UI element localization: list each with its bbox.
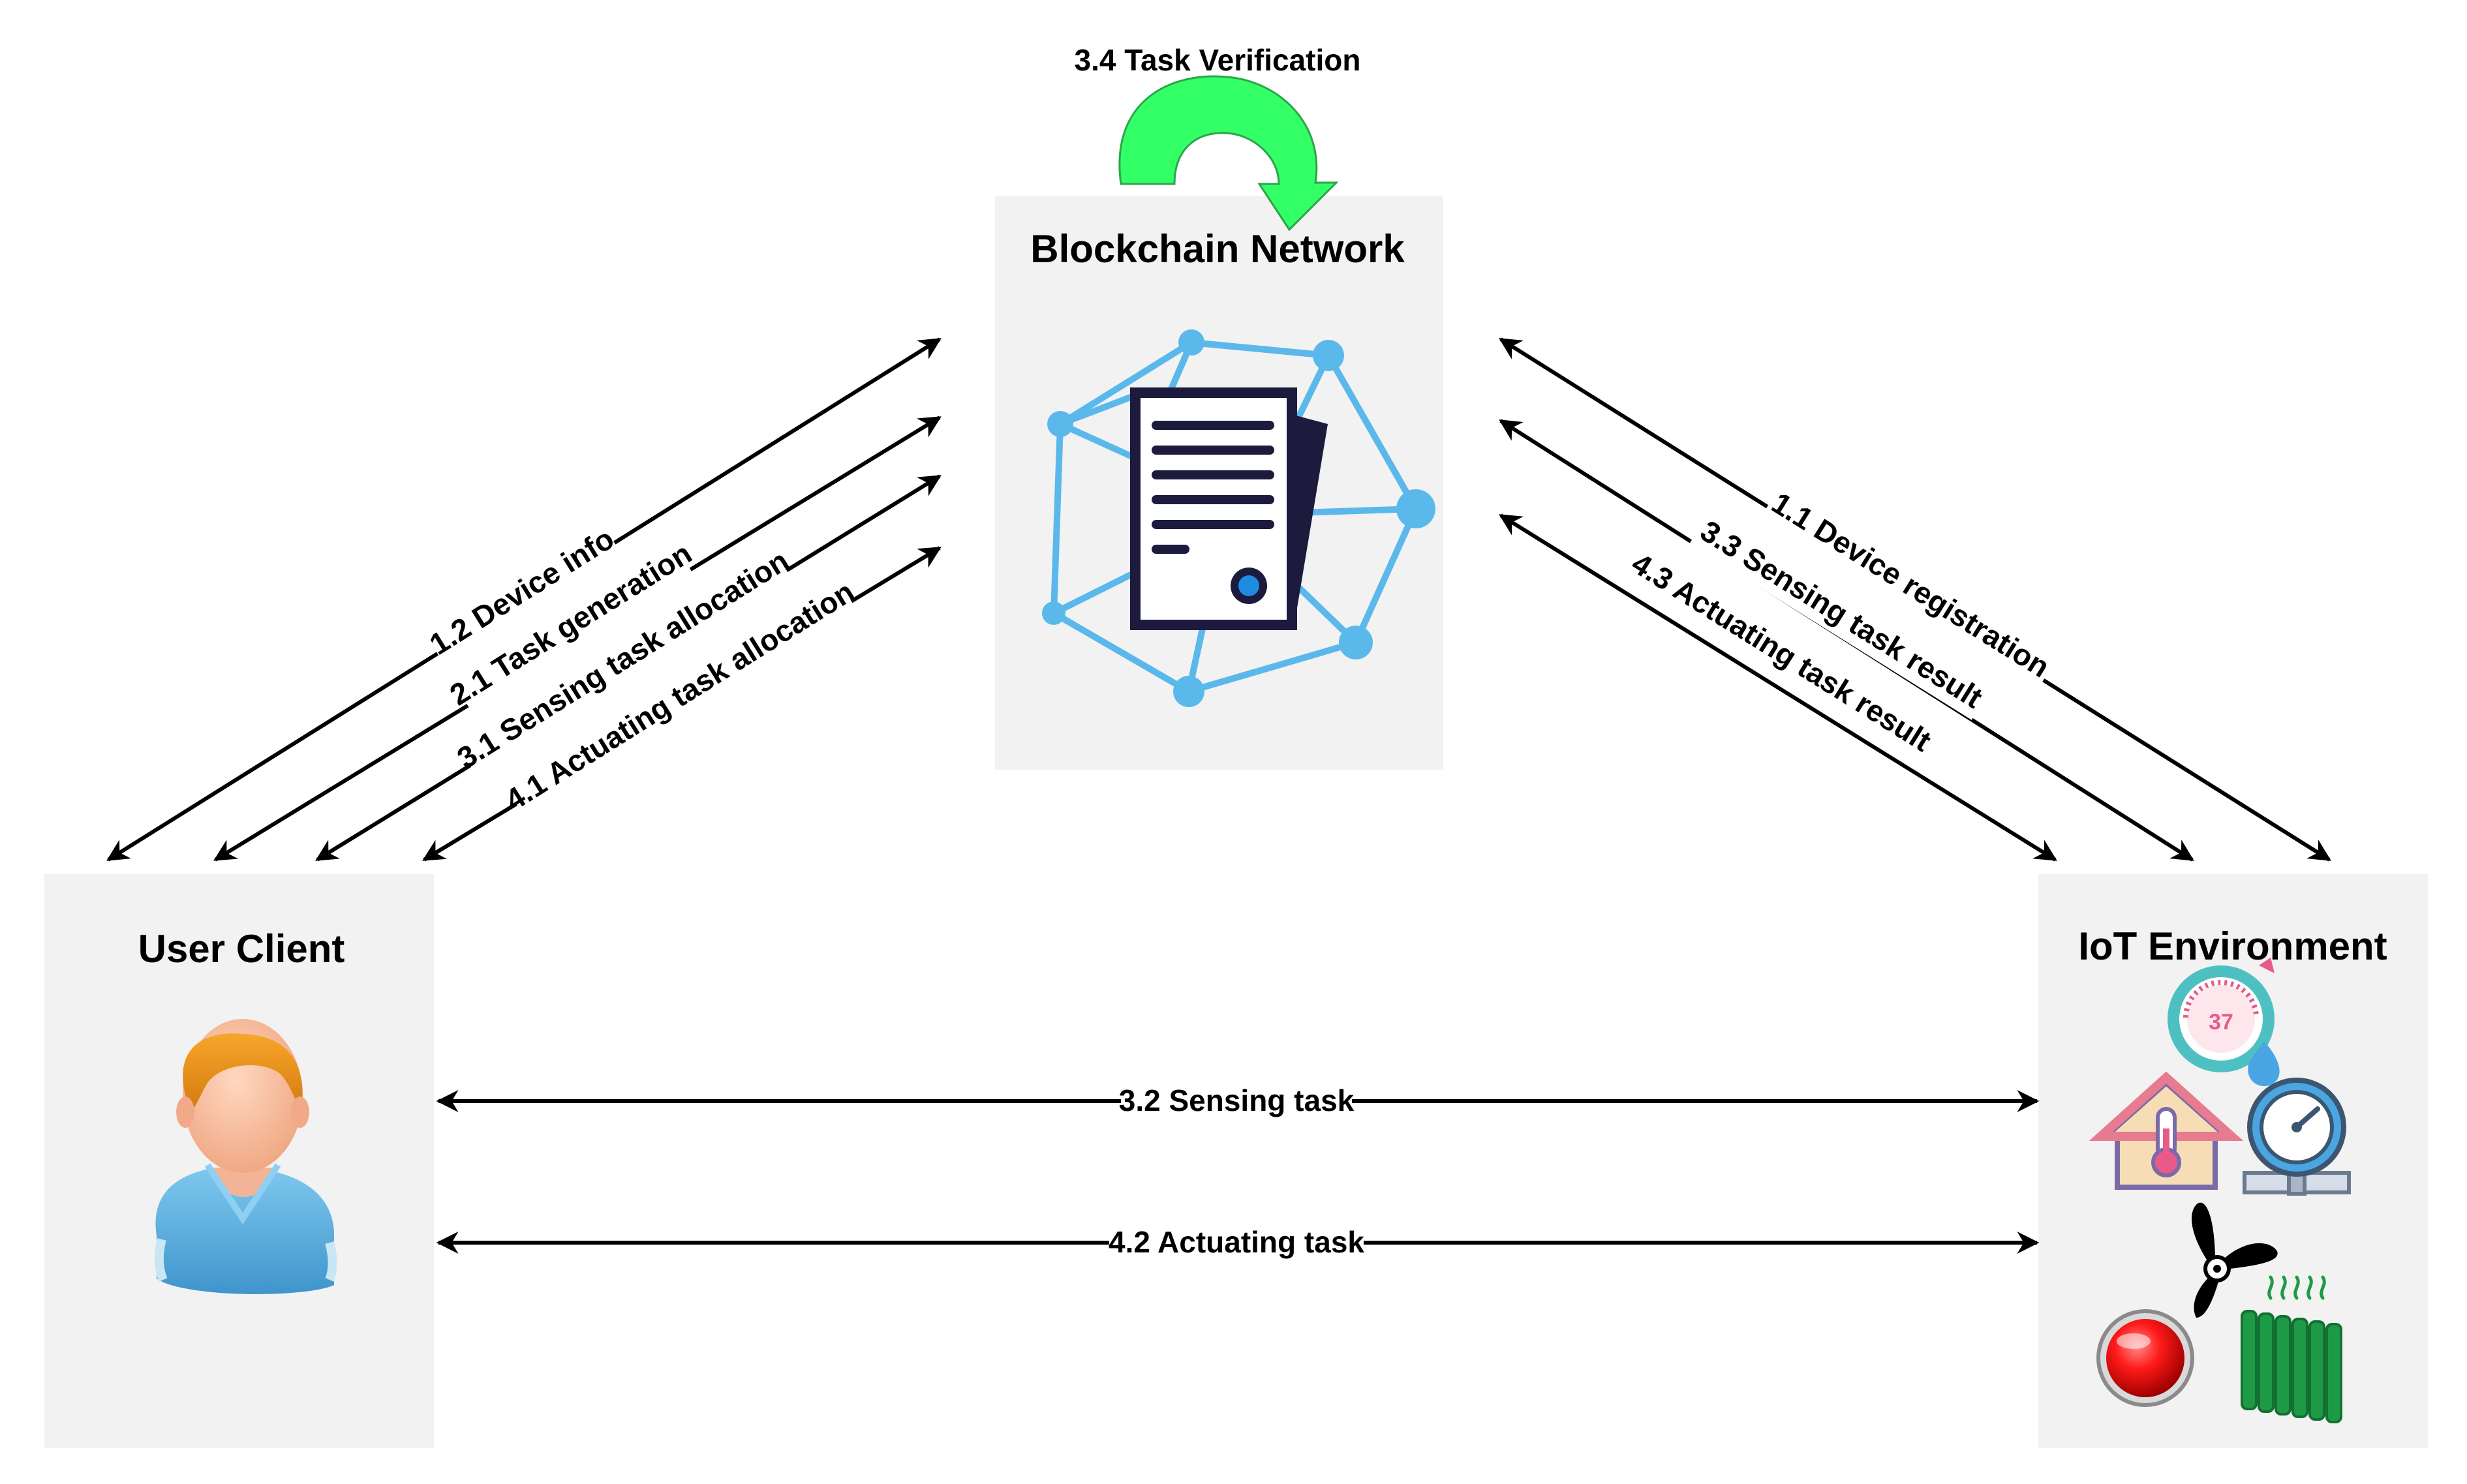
label-sensing-task: 3.2 Sensing task bbox=[1119, 1083, 1355, 1117]
task-verification-loop-icon bbox=[1118, 75, 1339, 232]
blockchain-title: Blockchain Network bbox=[1030, 227, 1405, 271]
fan-icon bbox=[2191, 1202, 2278, 1318]
house-temperature-icon bbox=[2089, 1071, 2244, 1190]
user-avatar-icon bbox=[154, 1019, 337, 1294]
user-client-title: User Client bbox=[138, 927, 345, 971]
iot-blockchain-labels: 1.1 Device registration 3.3 Sensing task… bbox=[1616, 485, 2058, 766]
iot-environment-title: IoT Environment bbox=[2078, 924, 2387, 968]
red-button-icon bbox=[2096, 1309, 2194, 1407]
pressure-gauge-icon bbox=[2243, 1078, 2351, 1196]
arrow-actuating-task-result bbox=[1499, 513, 2057, 862]
svg-text:37: 37 bbox=[2209, 1010, 2233, 1035]
task-verification-label: 3.4 Task Verification bbox=[1075, 43, 1361, 77]
user-blockchain-labels: 1.2 Device info 2.1 Task generation 3.1 … bbox=[423, 521, 860, 817]
smart-thermometer-icon: 37 bbox=[2168, 958, 2280, 1087]
radiator-heater-icon bbox=[2241, 1275, 2342, 1423]
blockchain-network-icon bbox=[1042, 329, 1435, 707]
user-iot-labels: 3.2 Sensing task 4.2 Actuating task bbox=[1109, 1079, 1364, 1263]
label-actuating-task: 4.2 Actuating task bbox=[1109, 1225, 1364, 1259]
